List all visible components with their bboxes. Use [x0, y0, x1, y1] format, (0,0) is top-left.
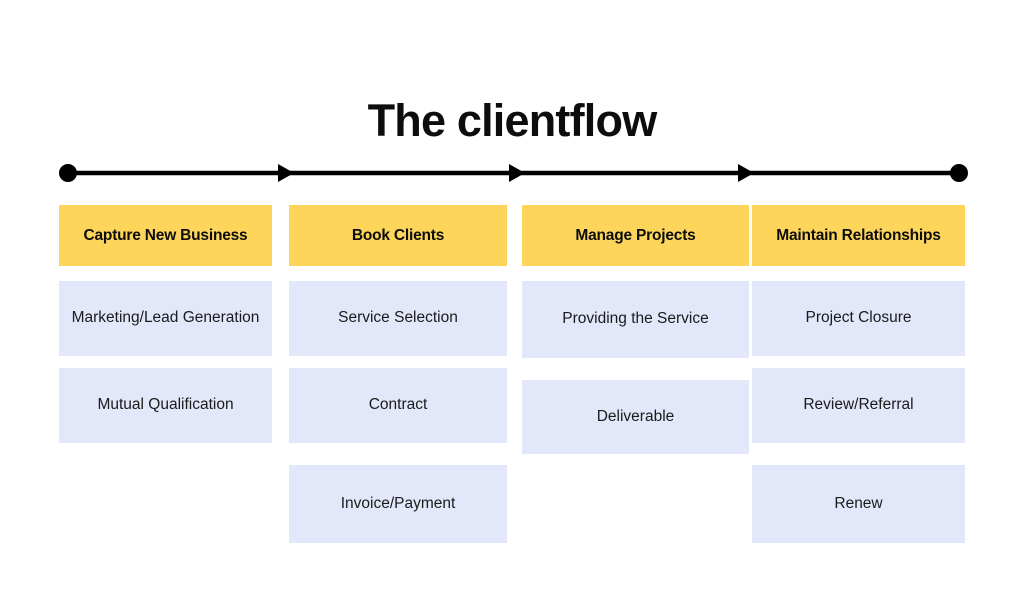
step-list: Project Closure Review/Referral Renew	[752, 281, 965, 543]
page-title: The clientflow	[367, 95, 658, 146]
flow-column-capture-new-business: Capture New Business Marketing/Lead Gene…	[59, 205, 272, 443]
step-list: Service Selection Contract Invoice/Payme…	[289, 281, 507, 543]
step-card[interactable]: Contract	[289, 368, 507, 443]
step-card[interactable]: Marketing/Lead Generation	[59, 281, 272, 356]
timeline-start-dot	[59, 164, 77, 182]
flow-column-book-clients: Book Clients Service Selection Contract …	[289, 205, 507, 543]
step-card[interactable]: Renew	[752, 465, 965, 543]
step-card[interactable]: Invoice/Payment	[289, 465, 507, 543]
timeline-end-dot	[950, 164, 968, 182]
step-card[interactable]: Mutual Qualification	[59, 368, 272, 443]
step-card[interactable]: Providing the Service	[522, 281, 749, 358]
phase-header-capture-new-business[interactable]: Capture New Business	[59, 205, 272, 266]
flow-column-maintain-relationships: Maintain Relationships Project Closure R…	[752, 205, 965, 543]
arrow-right-icon	[278, 164, 294, 182]
step-card[interactable]: Service Selection	[289, 281, 507, 356]
process-timeline	[55, 158, 970, 188]
step-list: Providing the Service Deliverable	[522, 281, 749, 454]
arrow-right-icon	[738, 164, 754, 182]
step-card[interactable]: Review/Referral	[752, 368, 965, 443]
phase-header-book-clients[interactable]: Book Clients	[289, 205, 507, 266]
timeline-arrow-icon	[59, 164, 968, 182]
step-card[interactable]: Deliverable	[522, 380, 749, 454]
step-list: Marketing/Lead Generation Mutual Qualifi…	[59, 281, 272, 443]
arrow-right-icon	[509, 164, 525, 182]
flow-column-manage-projects: Manage Projects Providing the Service De…	[522, 205, 749, 454]
phase-header-maintain-relationships[interactable]: Maintain Relationships	[752, 205, 965, 266]
phase-header-manage-projects[interactable]: Manage Projects	[522, 205, 749, 266]
step-card[interactable]: Project Closure	[752, 281, 965, 356]
